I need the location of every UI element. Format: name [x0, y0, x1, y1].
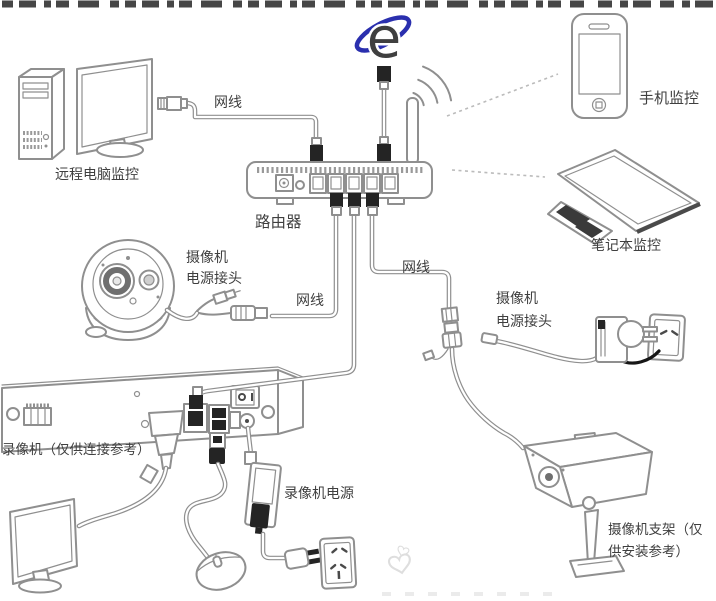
bullet-power-label-line2: 电源接头: [496, 313, 552, 330]
net-cable-label-pc: 网线: [214, 95, 242, 111]
mouse-scroll-wheel: [212, 555, 223, 568]
ethernet-cable-pc-to-router: [157, 96, 323, 163]
dome-network-coupler-icon: [230, 305, 268, 321]
dome-power-label-line1: 摄像机: [186, 250, 228, 266]
wifi-waves-icon: [412, 65, 453, 107]
phone-label: 手机监控: [639, 89, 699, 107]
router: [246, 97, 433, 205]
ethernet-cable-router-to-dome: [269, 193, 343, 319]
dvr-aux-port: [229, 411, 241, 429]
dvr-power-chain: [244, 425, 358, 590]
power-plug-icon: [283, 547, 321, 570]
dvr-usb-ports: [208, 404, 230, 434]
svg-text:e: e: [367, 6, 401, 71]
dome-camera-ir-led: [138, 269, 160, 291]
bracket-label-line2: 供安装参考）: [608, 543, 689, 560]
dvr-label: 录像机（仅供连接参考）: [2, 441, 151, 458]
dvr-power-label: 录像机电源: [284, 486, 354, 502]
laptop: [547, 149, 701, 245]
wifi-link-lines: [446, 73, 559, 178]
bullet-camera: [523, 431, 653, 578]
dvr-terminal-block: [23, 403, 52, 426]
router-antenna: [406, 97, 419, 165]
rj45-connector-icon: [157, 96, 188, 111]
ethernet-cable-router-to-bullet: [366, 193, 452, 310]
router-lan-ports: [309, 173, 399, 194]
vga-cable-to-monitor: [76, 433, 179, 529]
net-cable-label-dome: 网线: [296, 293, 324, 309]
usb-cable-to-mouse: [183, 432, 228, 562]
camera-bracket: [569, 496, 625, 578]
dvr-ethernet-port: [183, 403, 208, 433]
wall-outlet-bottom: [318, 536, 358, 590]
heart-watermark-icon: [382, 545, 566, 596]
router-label: 路由器: [255, 213, 302, 231]
pc-monitor: [76, 58, 153, 158]
bullet-camera-lens: [538, 466, 560, 488]
bullet-network-coupler-icon: [440, 306, 463, 349]
remote-pc-label: 远程电脑监控: [55, 167, 139, 183]
dome-camera: [81, 239, 175, 341]
bracket-label-line1: 摄像机支架（仅: [608, 522, 703, 538]
bullet-power-adapter: [595, 316, 661, 365]
dome-power-connector-icon: [212, 288, 241, 305]
dvr-power-adapter: [244, 461, 282, 535]
wan-cable: [377, 66, 391, 162]
smartphone: [571, 13, 628, 119]
monitor-bottom: [9, 498, 78, 594]
ie-logo-icon: e: [354, 4, 412, 74]
router-reset-button: [295, 180, 305, 190]
dome-power-label-line2: 电源接头: [186, 270, 242, 287]
bullet-power-label-line1: 摄像机: [496, 291, 538, 307]
spare-connector-icon: [422, 349, 436, 362]
dome-camera-lens: [99, 263, 135, 299]
dvr-recorder: [1, 366, 304, 453]
mouse: [195, 551, 247, 591]
phone-home-button: [591, 97, 607, 113]
ethernet-cable-router-to-dvr: [189, 193, 361, 409]
inline-power-connector-icon: [480, 332, 499, 345]
net-cable-label-bullet: 网线: [402, 260, 430, 276]
laptop-label: 笔记本监控: [591, 238, 661, 254]
pc-tower: [18, 68, 65, 160]
dome-camera-pigtail: [164, 288, 268, 321]
